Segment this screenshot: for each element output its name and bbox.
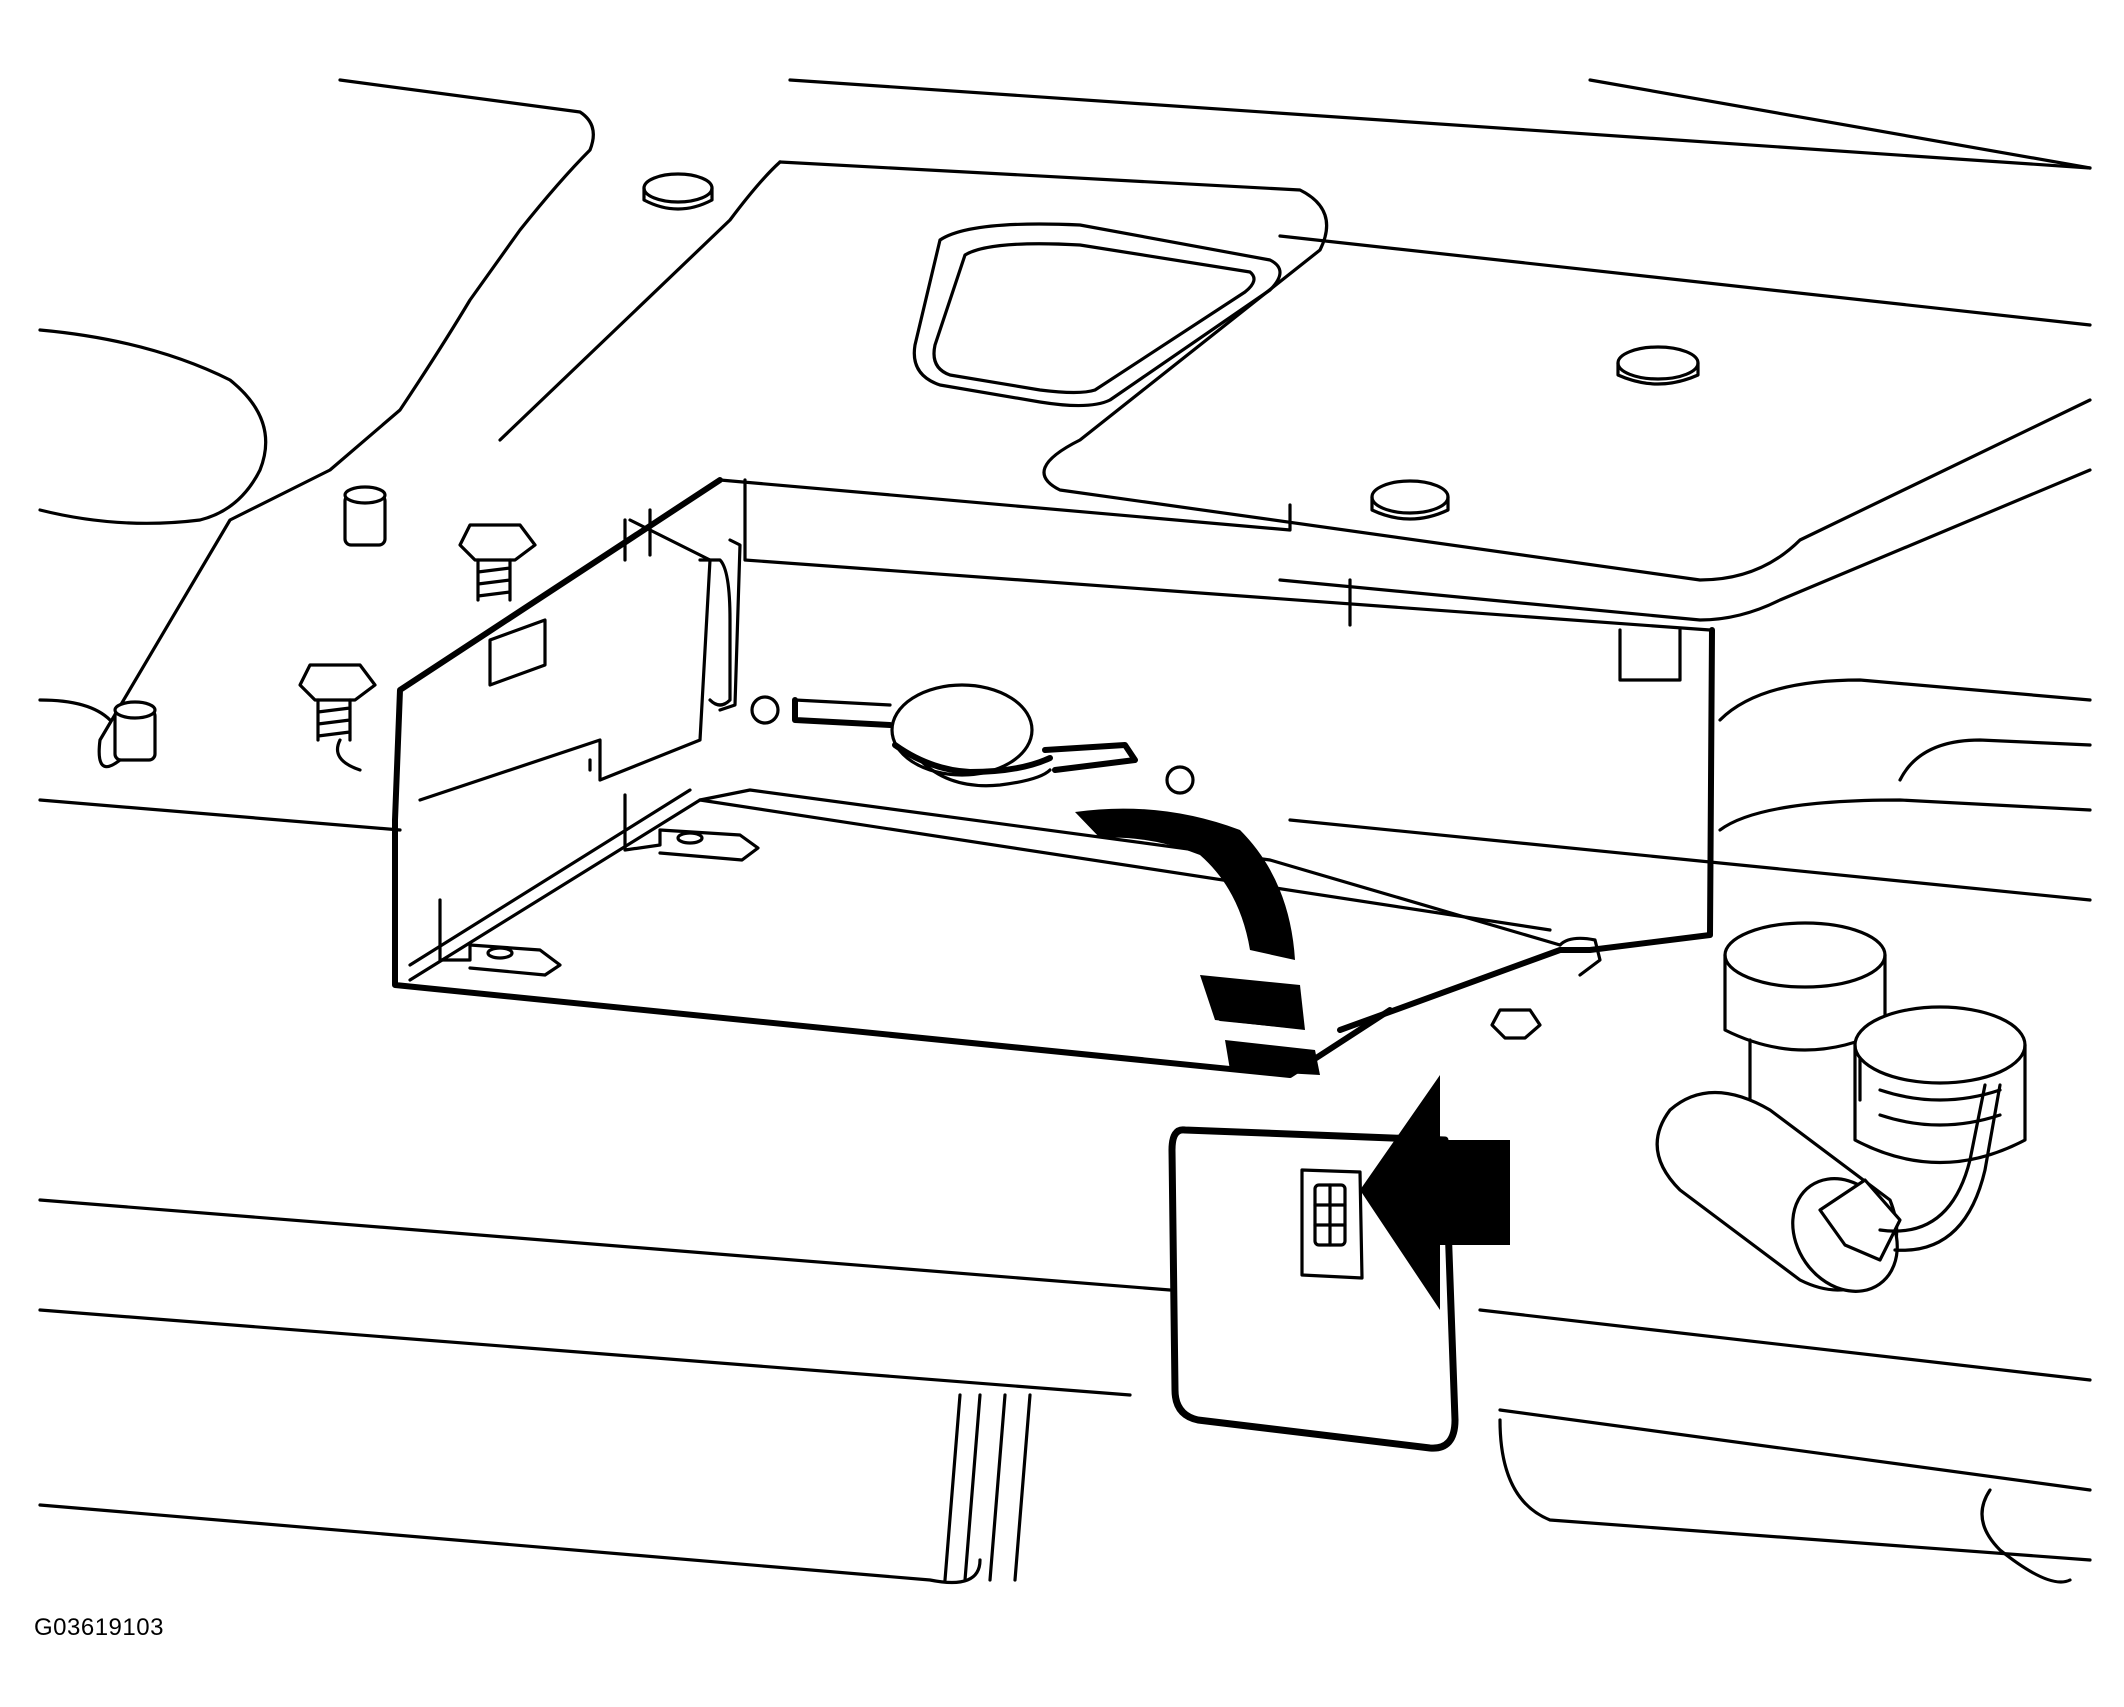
figure-id-label: G03619103 — [34, 1614, 164, 1641]
insertion-direction-arc — [1075, 808, 1320, 1075]
module-bracket — [392, 477, 1715, 1078]
sim-card — [1168, 1126, 1459, 1452]
sim-card-pointer-arrow — [1360, 1075, 1510, 1310]
headliner-panel — [38, 78, 2092, 1585]
sim-holder-latch — [792, 683, 1138, 788]
mounting-studs — [113, 485, 537, 772]
microphone-connector-assembly — [1655, 921, 2027, 1293]
